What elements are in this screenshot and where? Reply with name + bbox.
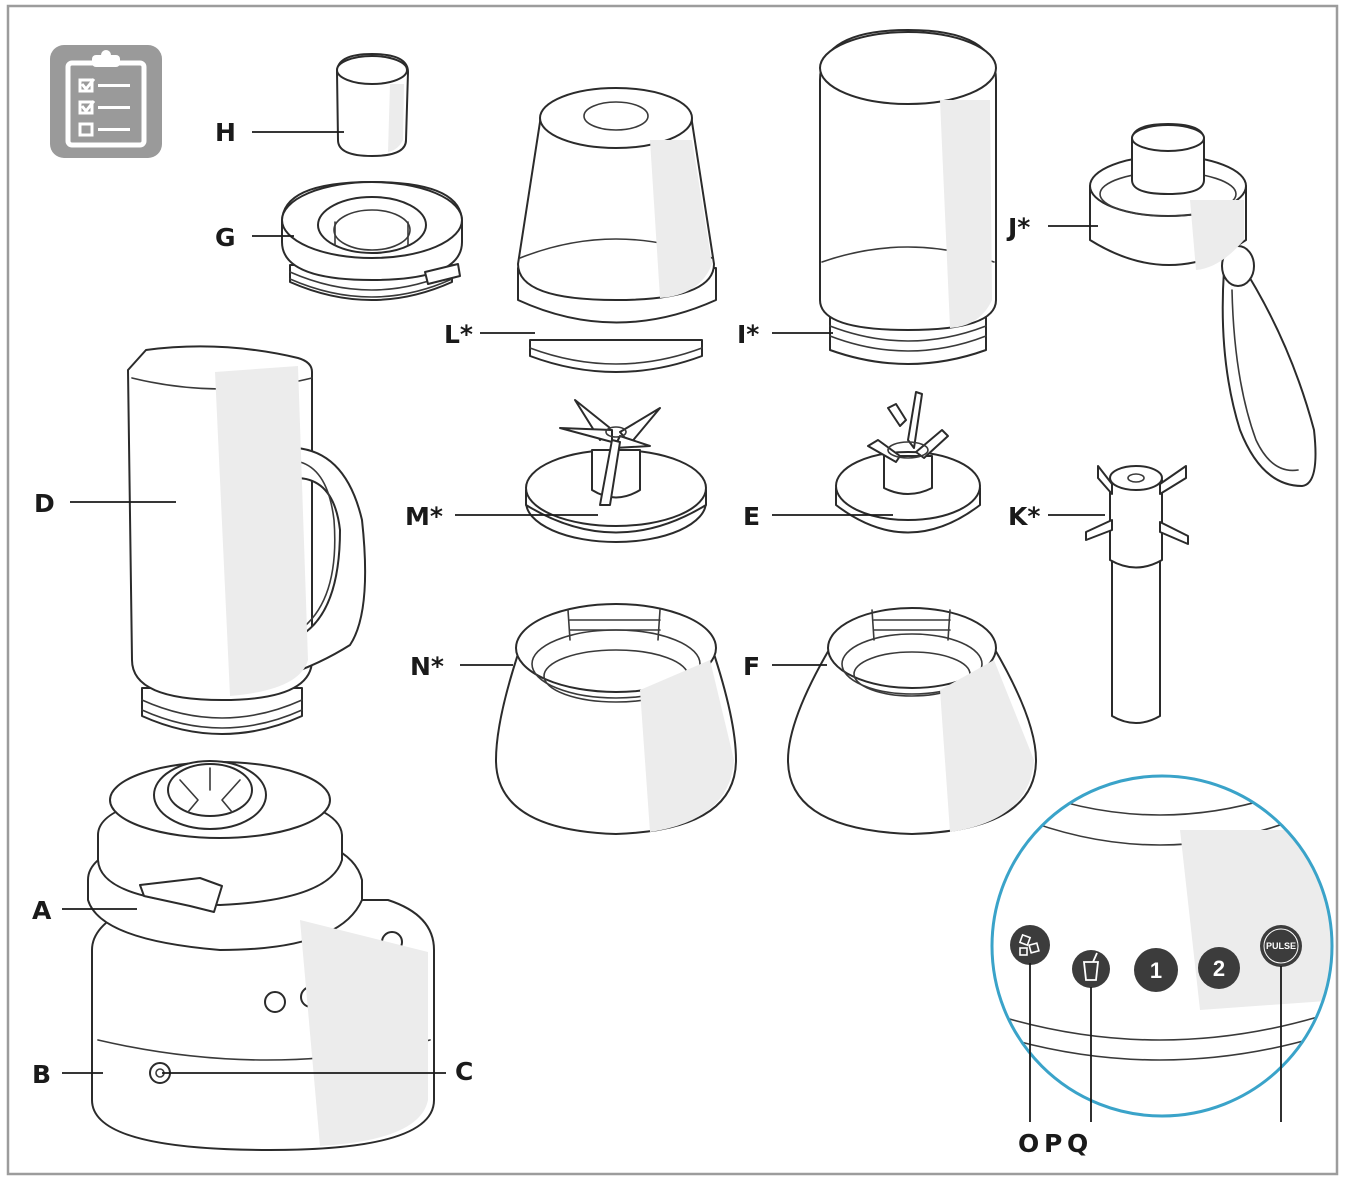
part-g-lid: [281, 181, 463, 301]
label-f: F: [743, 652, 760, 681]
label-k: K*: [1008, 502, 1040, 531]
label-h: H: [215, 118, 236, 147]
label-m: M*: [405, 502, 443, 531]
label-p: P: [1044, 1129, 1062, 1158]
label-a: A: [32, 896, 52, 925]
speed-1-button[interactable]: 1: [1134, 948, 1178, 992]
pulse-button[interactable]: PULSE: [1260, 925, 1302, 967]
part-j-strap-lid: [1089, 123, 1317, 487]
smoothie-cup-icon: [1082, 952, 1100, 981]
ice-crush-button[interactable]: [1010, 925, 1050, 965]
label-d: D: [34, 489, 55, 518]
figure-frame: [6, 4, 1339, 1176]
label-e: E: [743, 502, 760, 531]
speed-2-label: 2: [1213, 956, 1225, 981]
leader-lines: [62, 131, 1282, 1122]
pulse-label: PULSE: [1266, 941, 1296, 951]
label-i: I*: [737, 320, 759, 349]
smoothie-button[interactable]: [1072, 950, 1110, 988]
part-i-bottle: [819, 29, 997, 365]
part-m-blade: [525, 399, 707, 543]
label-q: Q: [1067, 1129, 1088, 1158]
label-n: N*: [410, 652, 444, 681]
part-n-collar: [495, 603, 737, 835]
label-j: J*: [1006, 213, 1030, 242]
part-d-jug: [127, 345, 367, 735]
part-f-collar: [787, 607, 1037, 835]
part-labels: H G L* I* J* D M* E K* N* F A B C O P Q: [32, 118, 1088, 1158]
checklist-clipboard-icon: [50, 45, 162, 158]
label-g: G: [215, 223, 236, 252]
control-panel-zoom: 1 2 PULSE: [990, 774, 1334, 1118]
part-e-blade: [835, 391, 981, 534]
label-o: O: [1018, 1129, 1039, 1158]
part-l-tumbler: [517, 87, 717, 373]
part-a-b-c-base: [87, 760, 435, 1151]
label-b: B: [32, 1060, 51, 1089]
label-c: C: [455, 1057, 473, 1086]
part-k-shaker: [1085, 465, 1189, 724]
speed-2-button[interactable]: 2: [1198, 947, 1240, 989]
label-l: L*: [444, 320, 473, 349]
speed-1-label: 1: [1150, 958, 1162, 983]
ice-crush-icon: [1018, 933, 1040, 956]
part-h-cap: [336, 53, 409, 157]
